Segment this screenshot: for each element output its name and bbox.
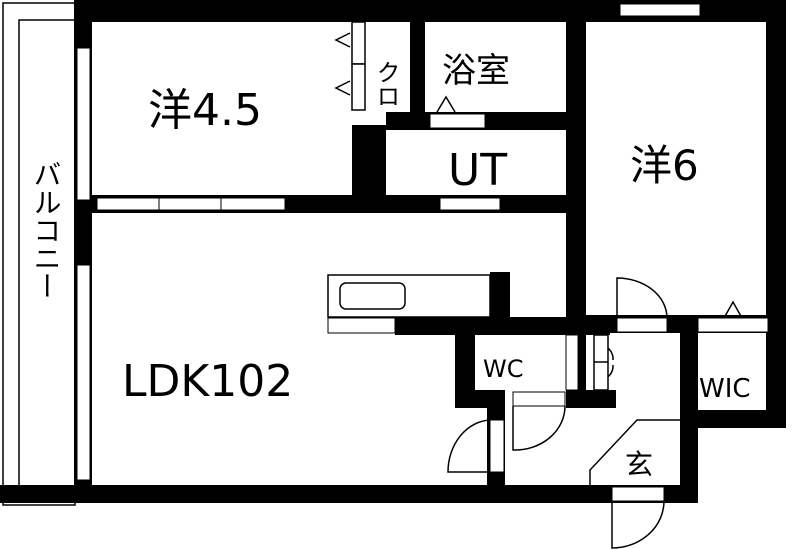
- closet-doors: [334, 21, 743, 319]
- door-swings: [447, 277, 668, 549]
- room-label-toilet: WC: [483, 355, 524, 383]
- room-label-bathroom: 浴室: [442, 51, 510, 91]
- room-label-ldk: LDK102: [122, 356, 293, 407]
- room-label-balcony: バルコニー: [30, 160, 63, 300]
- kitchen-counter: [327, 274, 491, 318]
- room-label-wic: WIC: [699, 374, 751, 404]
- entrance-step: [589, 419, 680, 485]
- room-label-western-large: 洋6: [630, 141, 699, 190]
- windows: [76, 3, 769, 502]
- room-label-entrance: 玄: [625, 448, 653, 481]
- room-label-closet: クロ: [372, 60, 400, 108]
- balcony: [2, 2, 76, 506]
- room-label-western-small: 洋4.5: [148, 85, 262, 136]
- room-label-utility: UT: [448, 145, 507, 196]
